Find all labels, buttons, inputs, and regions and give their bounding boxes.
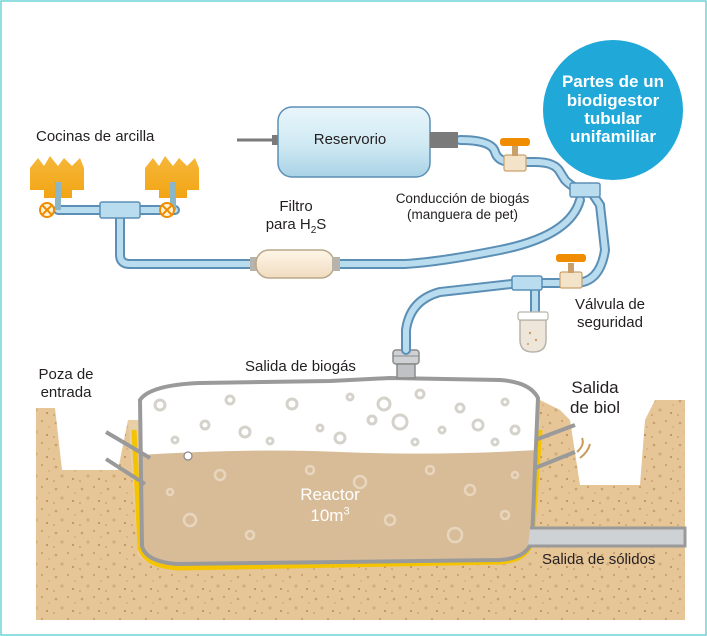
label-cocinas: Cocinas de arcilla [36,128,155,145]
reactor-liquid [140,450,538,564]
reactor-sup: 3 [343,505,350,518]
label-salida-biogas: Salida de biogás [245,358,356,375]
soil-right [520,400,685,620]
badge-line-1: Partes de un [561,72,665,92]
label-salida-biol: Salida de biol [555,378,635,419]
label-filtro-line2: para H2S [256,216,336,237]
badge-line-3: tubular [584,109,642,128]
badge-line-4: unifamiliar [570,127,656,147]
filtro-sub: 2 [310,225,317,236]
badge-line-2: biodigestor [566,90,660,110]
stove-left [30,156,84,218]
label-valvula: Válvula de seguridad [555,296,665,332]
label-valvula-line1: Válvula de [574,296,646,313]
label-reservorio: Reservorio [313,131,387,148]
bubbles [153,388,521,447]
label-valvula-line2: seguridad [577,314,643,331]
reactor-gas-space [140,378,538,455]
valve-upper [500,138,530,172]
stove-tee [99,201,141,219]
h2s-filter [250,249,340,279]
label-reactor: Reactor 10m3 [280,484,380,527]
label-reactor-line1: Reactor [300,485,360,504]
liquid-bubbles [165,464,520,544]
label-poza-line2: entrada [40,384,92,401]
bubble-marker [183,451,193,461]
label-poza-line1: Poza de [38,366,94,383]
label-filtro-line1: Filtro [279,198,313,215]
title-badge: Partes de un biodigestor tubular unifami… [543,40,683,180]
reactor-vol: 10m [310,506,344,526]
valve-safety [556,254,586,289]
right-tee [569,182,601,198]
stove-right [145,156,199,218]
safety-bottle [517,311,549,353]
reservoir [237,106,458,178]
biol-drip-2 [579,443,591,459]
valve-tee [511,275,543,291]
label-salida-biol-line2: de biol [569,398,621,418]
label-salida-solidos: Salida de sólidos [542,551,656,568]
label-poza: Poza de entrada [20,366,112,402]
label-reactor-line2: 10m3 [280,505,380,526]
filtro-pre: para H [265,216,311,233]
label-filtro: Filtro para H2S [256,198,336,237]
filtro-post: S [316,216,327,233]
label-conduccion-line1: Conducción de biogás [395,191,530,206]
solids-outlet-pipe [528,526,687,548]
reactor-outline [137,375,541,567]
label-conduccion-line2: (manguera de pet) [406,207,519,223]
inlet-pipes [104,430,152,486]
biol-drip [576,437,584,453]
label-salida-biol-line1: Salida [571,378,619,397]
label-conduccion: Conducción de biogás (manguera de pet) [380,191,545,223]
outlet-pipes [534,423,576,470]
gas-outlet-fitting [392,349,420,379]
